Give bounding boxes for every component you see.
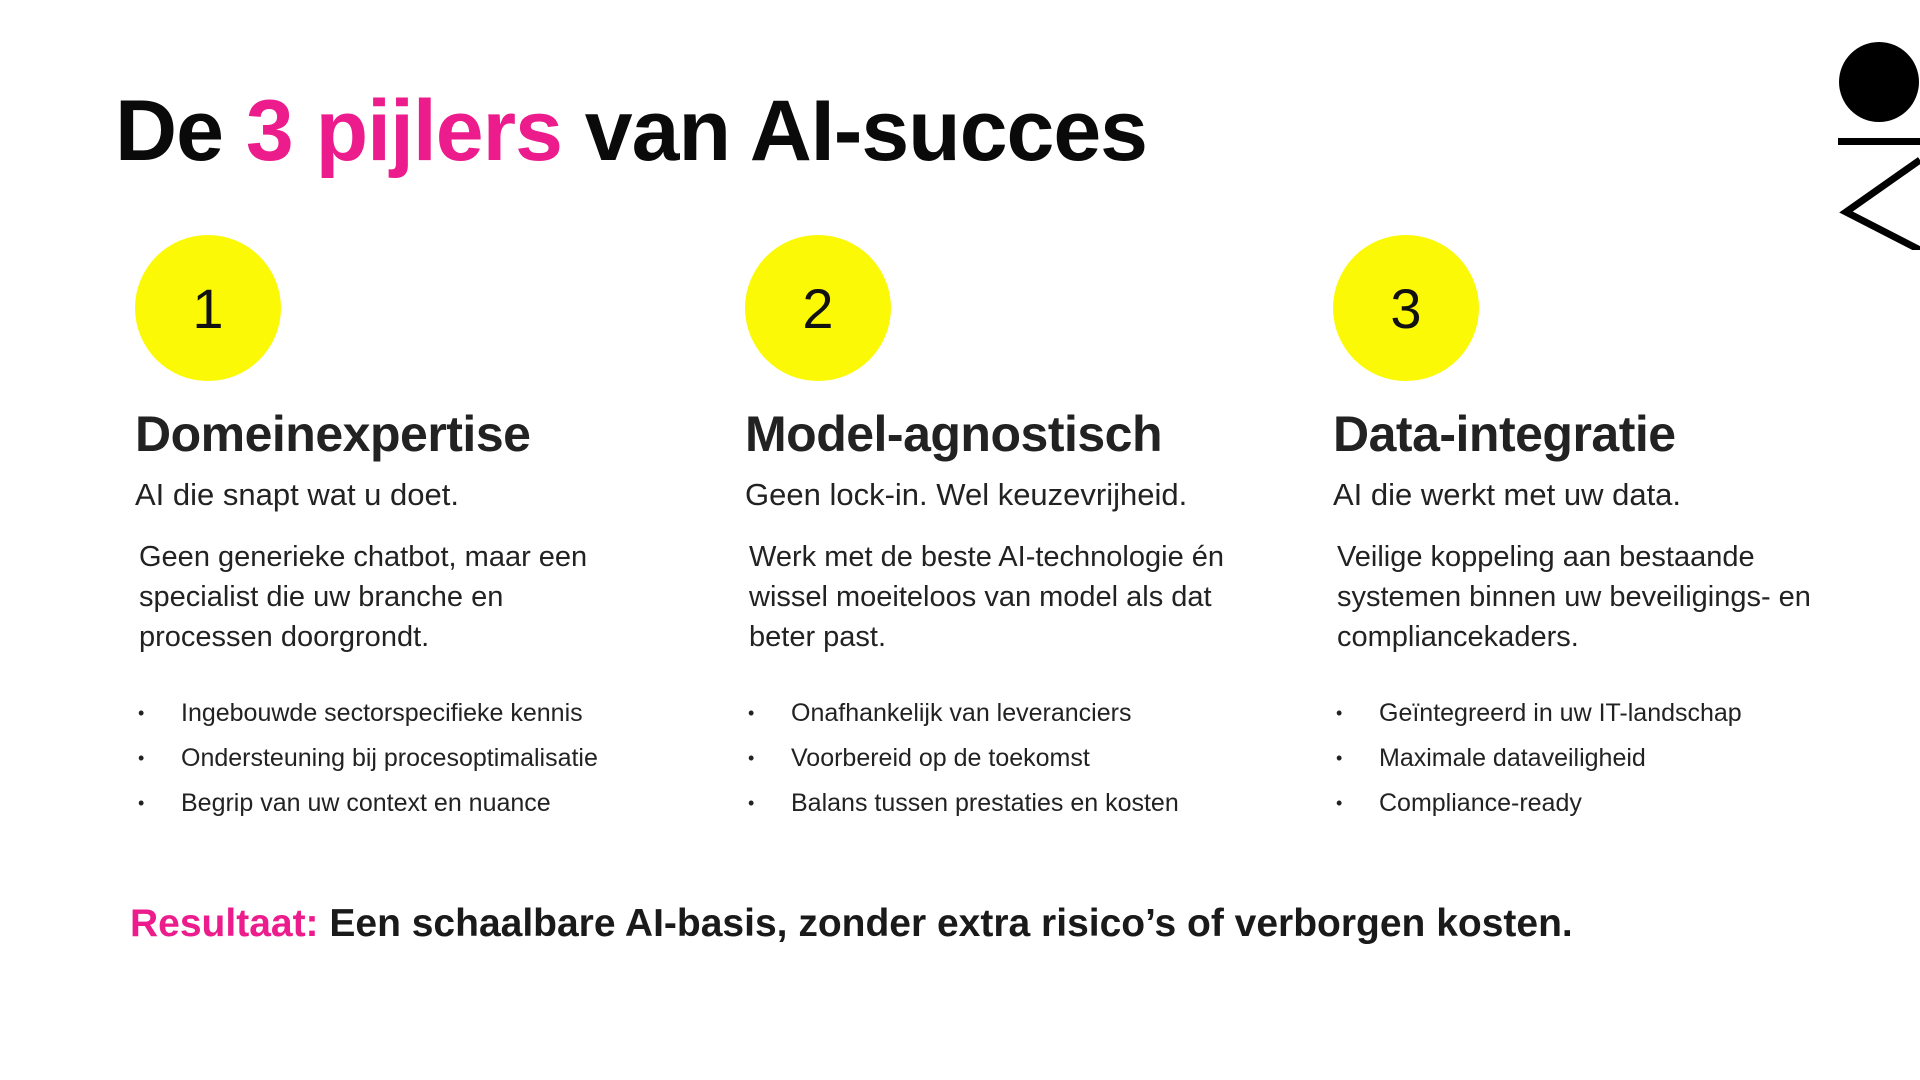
bullet-dot-icon: •	[748, 703, 755, 723]
pillar-bullet-list: • Ingebouwde sectorspecifieke kennis • Ond…	[135, 691, 695, 826]
bullet-dot-icon: •	[138, 703, 145, 723]
bullet-dot-icon: •	[1336, 793, 1343, 813]
pillar-body: Veilige koppeling aan bestaande systemen…	[1337, 541, 1811, 653]
pillar-model-agnostisch: 2 Model-agnostisch Geen lock-in. Wel keu…	[745, 235, 1305, 826]
bullet-text: Balans tussen prestaties en kosten	[791, 789, 1179, 817]
title-prefix: De	[115, 83, 246, 179]
bullet-item: • Ingebouwde sectorspecifieke kennis	[135, 691, 695, 736]
bullet-item: • Compliance-ready	[1333, 781, 1893, 826]
bullet-text: Maximale dataveiligheid	[1379, 744, 1646, 772]
bullet-dot-icon: •	[138, 793, 145, 813]
bullet-item: • Maximale dataveiligheid	[1333, 736, 1893, 781]
bullet-dot-icon: •	[138, 748, 145, 768]
pillar-domeinexpertise: 1 Domeinexpertise AI die snapt wat u doe…	[135, 235, 695, 826]
bullet-dot-icon: •	[748, 748, 755, 768]
pillar-subheading: AI die snapt wat u doet.	[135, 477, 459, 512]
pillar-heading: Data-integratie	[1333, 406, 1676, 462]
bullet-item: • Geïntegreerd in uw IT-landschap	[1333, 691, 1893, 736]
pillar-heading: Domeinexpertise	[135, 406, 531, 462]
pillar-body: Werk met de beste AI-technologie én wiss…	[749, 541, 1225, 653]
bullet-item: • Balans tussen prestaties en kosten	[745, 781, 1305, 826]
result-label: Resultaat:	[130, 902, 319, 945]
bullet-text: Begrip van uw context en nuance	[181, 789, 551, 817]
pillar-number-badge: 1	[135, 235, 281, 381]
bullet-dot-icon: •	[1336, 748, 1343, 768]
pillar-number-badge: 2	[745, 235, 891, 381]
page-title: De 3 pijlers van AI-succes	[115, 82, 1148, 181]
title-suffix: van AI-succes	[561, 83, 1148, 179]
bullet-text: Geïntegreerd in uw IT-landschap	[1379, 699, 1742, 727]
title-accent: 3 pijlers	[245, 83, 563, 179]
result-statement: Resultaat: Een schaalbare AI-basis, zond…	[130, 902, 1573, 946]
brand-logo-mark-icon	[1838, 42, 1920, 250]
bullet-text: Ondersteuning bij procesoptimalisatie	[181, 744, 598, 772]
result-text: Een schaalbare AI-basis, zonder extra ri…	[318, 902, 1573, 945]
pillar-subheading: Geen lock-in. Wel keuzevrijheid.	[745, 477, 1188, 512]
pillar-bullet-list: • Geïntegreerd in uw IT-landschap • Maxima…	[1333, 691, 1893, 826]
bullet-item: • Onafhankelijk van leveranciers	[745, 691, 1305, 736]
bullet-text: Ingebouwde sectorspecifieke kennis	[181, 699, 583, 727]
bullet-item: • Ondersteuning bij procesoptimalisatie	[135, 736, 695, 781]
pillar-subheading: AI die werkt met uw data.	[1333, 477, 1682, 512]
pillar-body: Geen generieke chatbot, maar een special…	[139, 541, 588, 653]
bullet-dot-icon: •	[1336, 703, 1343, 723]
bullet-dot-icon: •	[748, 793, 755, 813]
bullet-item: • Voorbereid op de toekomst	[745, 736, 1305, 781]
pillar-number-badge: 3	[1333, 235, 1479, 381]
pillar-data-integratie: 3 Data-integratie AI die werkt met uw da…	[1333, 235, 1893, 826]
bullet-text: Voorbereid op de toekomst	[791, 744, 1090, 772]
bullet-text: Onafhankelijk van leveranciers	[791, 699, 1132, 727]
pillar-heading: Model-agnostisch	[745, 406, 1163, 462]
bullet-item: • Begrip van uw context en nuance	[135, 781, 695, 826]
bullet-text: Compliance-ready	[1379, 789, 1582, 817]
pillar-bullet-list: • Onafhankelijk van leveranciers • Voorber…	[745, 691, 1305, 826]
